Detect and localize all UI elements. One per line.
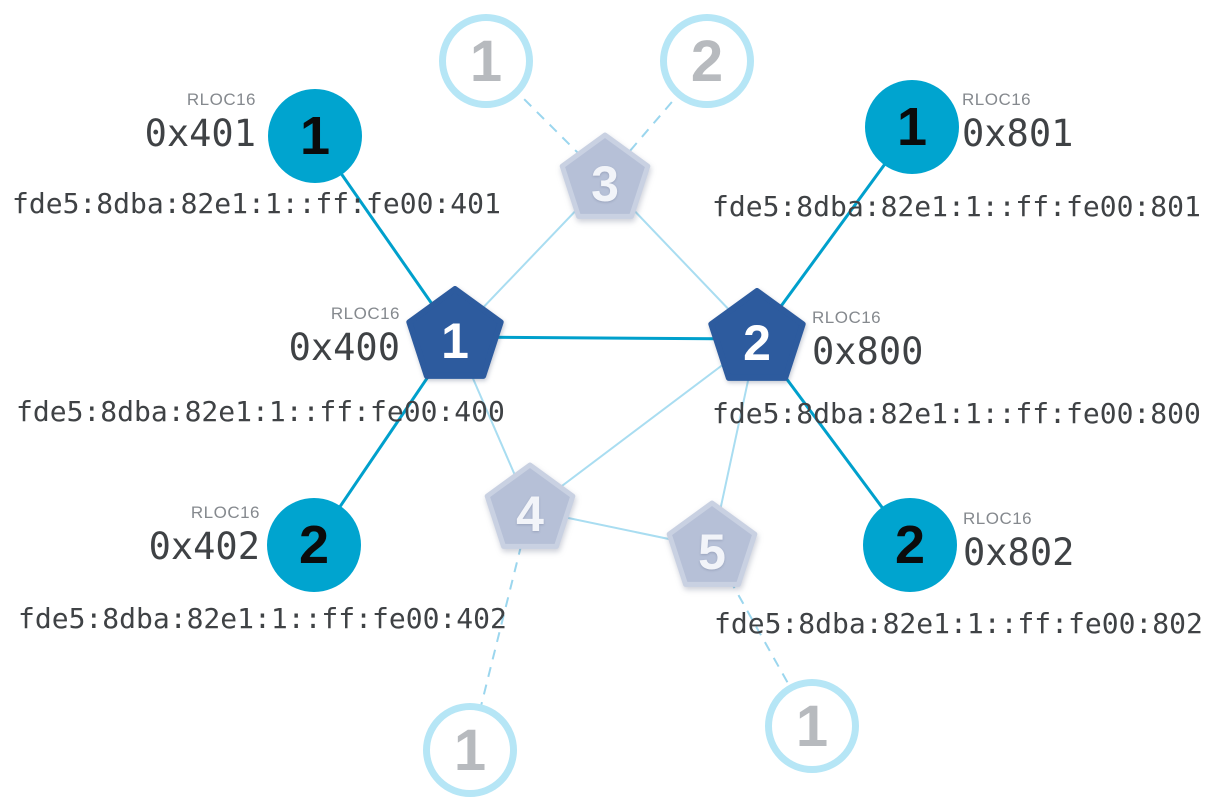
pentagon-shape [406,286,504,379]
router-node-3[interactable]: 3 [550,125,660,235]
rloc16-value: 0x401 [144,112,256,155]
ipv6-address-router-1: fde5:8dba:82e1:1::ff:fe00:400 [16,395,505,428]
rloc16-caption: RLOC16 [186,90,256,109]
rloc16-value: 0x802 [963,531,1075,574]
child-node-number: 1 [453,717,487,783]
router-node-number: 2 [743,315,771,371]
rloc16-value: 0x400 [288,326,400,369]
pentagon-shape [559,132,651,219]
rloc16-caption: RLOC16 [812,308,882,327]
pentagon-shape [666,500,758,587]
rloc-label-router-1: RLOC16 0x400 [0,304,400,368]
rloc-label-child-401: RLOC16 0x401 [0,90,256,154]
child-node-number: 2 [298,515,330,575]
child-node-faded-bottom-left[interactable]: 1 [423,703,517,797]
rloc16-value: 0x801 [962,112,1074,155]
rloc-label-child-802: RLOC16 0x802 [963,509,1074,573]
rloc16-caption: RLOC16 [962,90,1032,109]
child-node-number: 1 [299,106,331,166]
rloc16-caption: RLOC16 [190,503,260,522]
rloc16-caption: RLOC16 [330,304,400,323]
rloc-label-child-801: RLOC16 0x801 [962,90,1073,154]
router-node-1[interactable]: 1 [400,282,510,392]
rloc16-value: 0x800 [812,330,924,373]
child-node-faded-top-left[interactable]: 1 [439,14,533,108]
child-node-402[interactable]: 2 [267,498,361,592]
rloc-label-child-402: RLOC16 0x402 [0,503,260,567]
ipv6-address-child-801: fde5:8dba:82e1:1::ff:fe00:801 [712,190,1201,223]
router-node-5[interactable]: 5 [657,493,767,603]
child-node-number: 1 [469,28,503,94]
child-node-number: 2 [690,28,724,94]
child-node-401[interactable]: 1 [268,89,362,183]
child-node-number: 2 [894,515,926,575]
ipv6-address-child-802: fde5:8dba:82e1:1::ff:fe00:802 [714,607,1203,640]
link-router4-router2 [529,338,758,511]
link-router1-router2 [454,335,758,341]
router-node-number: 4 [516,486,544,542]
router-node-number: 3 [591,156,619,212]
pentagon-shape [484,462,576,549]
child-node-801[interactable]: 1 [865,80,959,174]
rloc16-value: 0x402 [148,525,260,568]
rloc16-caption: RLOC16 [963,509,1033,528]
ipv6-address-child-402: fde5:8dba:82e1:1::ff:fe00:402 [18,602,507,635]
router-node-number: 5 [698,524,726,580]
ipv6-address-router-2: fde5:8dba:82e1:1::ff:fe00:800 [712,397,1201,430]
child-node-802[interactable]: 2 [863,498,957,592]
child-node-faded-top-right[interactable]: 2 [660,14,754,108]
router-node-2[interactable]: 2 [702,284,812,394]
rloc-label-router-2: RLOC16 0x800 [812,308,923,372]
ipv6-address-child-401: fde5:8dba:82e1:1::ff:fe00:401 [12,187,501,220]
router-node-number: 1 [441,313,469,369]
pentagon-shape [708,288,806,381]
router-node-4[interactable]: 4 [475,455,585,565]
child-node-number: 1 [896,97,928,157]
child-node-faded-bottom-right[interactable]: 1 [765,679,859,773]
child-node-number: 1 [795,693,829,759]
